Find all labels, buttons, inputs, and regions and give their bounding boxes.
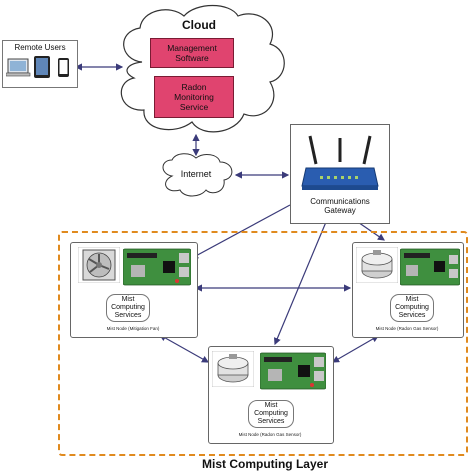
mist-computing-services-pill: Mist Computing Services (390, 294, 434, 322)
mist-layer-title: Mist Computing Layer (201, 457, 328, 471)
mist-computing-services-pill: Mist Computing Services (106, 294, 150, 322)
router-icon (301, 135, 379, 190)
link-node1-node3 (158, 334, 210, 363)
remote-users-label: Remote Users (14, 43, 66, 52)
mist-computing-services-pill: Mist Computing Services (248, 400, 294, 428)
remote-users-box: Remote Users (2, 40, 78, 88)
mist-layer-boundary (58, 231, 468, 456)
gateway-label: Communications Gateway (310, 197, 370, 215)
node-caption-radon-sensor-bottom: Mist Node (Radon Gas Sensor) (238, 432, 302, 437)
raspberry-pi-board-icon (400, 248, 460, 286)
sensor-icon (356, 247, 398, 283)
node-caption-mitigation-fan: Mist Node (Mitigation Fan) (106, 326, 160, 331)
laptop-icon (6, 58, 31, 77)
device-icons (6, 56, 69, 78)
management-software-box: Management Software (150, 38, 234, 68)
cloud-title: Cloud (182, 18, 216, 32)
link-node3-node2 (331, 335, 380, 363)
raspberry-pi-board-icon (260, 352, 326, 390)
radon-monitoring-service-box: Radon Monitoring Service (154, 76, 234, 118)
sensor-icon (212, 351, 254, 387)
link-gateway-node3 (273, 221, 327, 346)
fan-icon (78, 247, 120, 283)
raspberry-pi-board-icon (123, 248, 191, 286)
internet-cloud-shape (162, 153, 233, 197)
internet-label: Internet (180, 169, 212, 179)
node-caption-radon-sensor-right: Mist Node (Radon Gas Sensor) (375, 326, 439, 331)
tablet-icon (34, 56, 50, 78)
phone-icon (58, 58, 69, 77)
